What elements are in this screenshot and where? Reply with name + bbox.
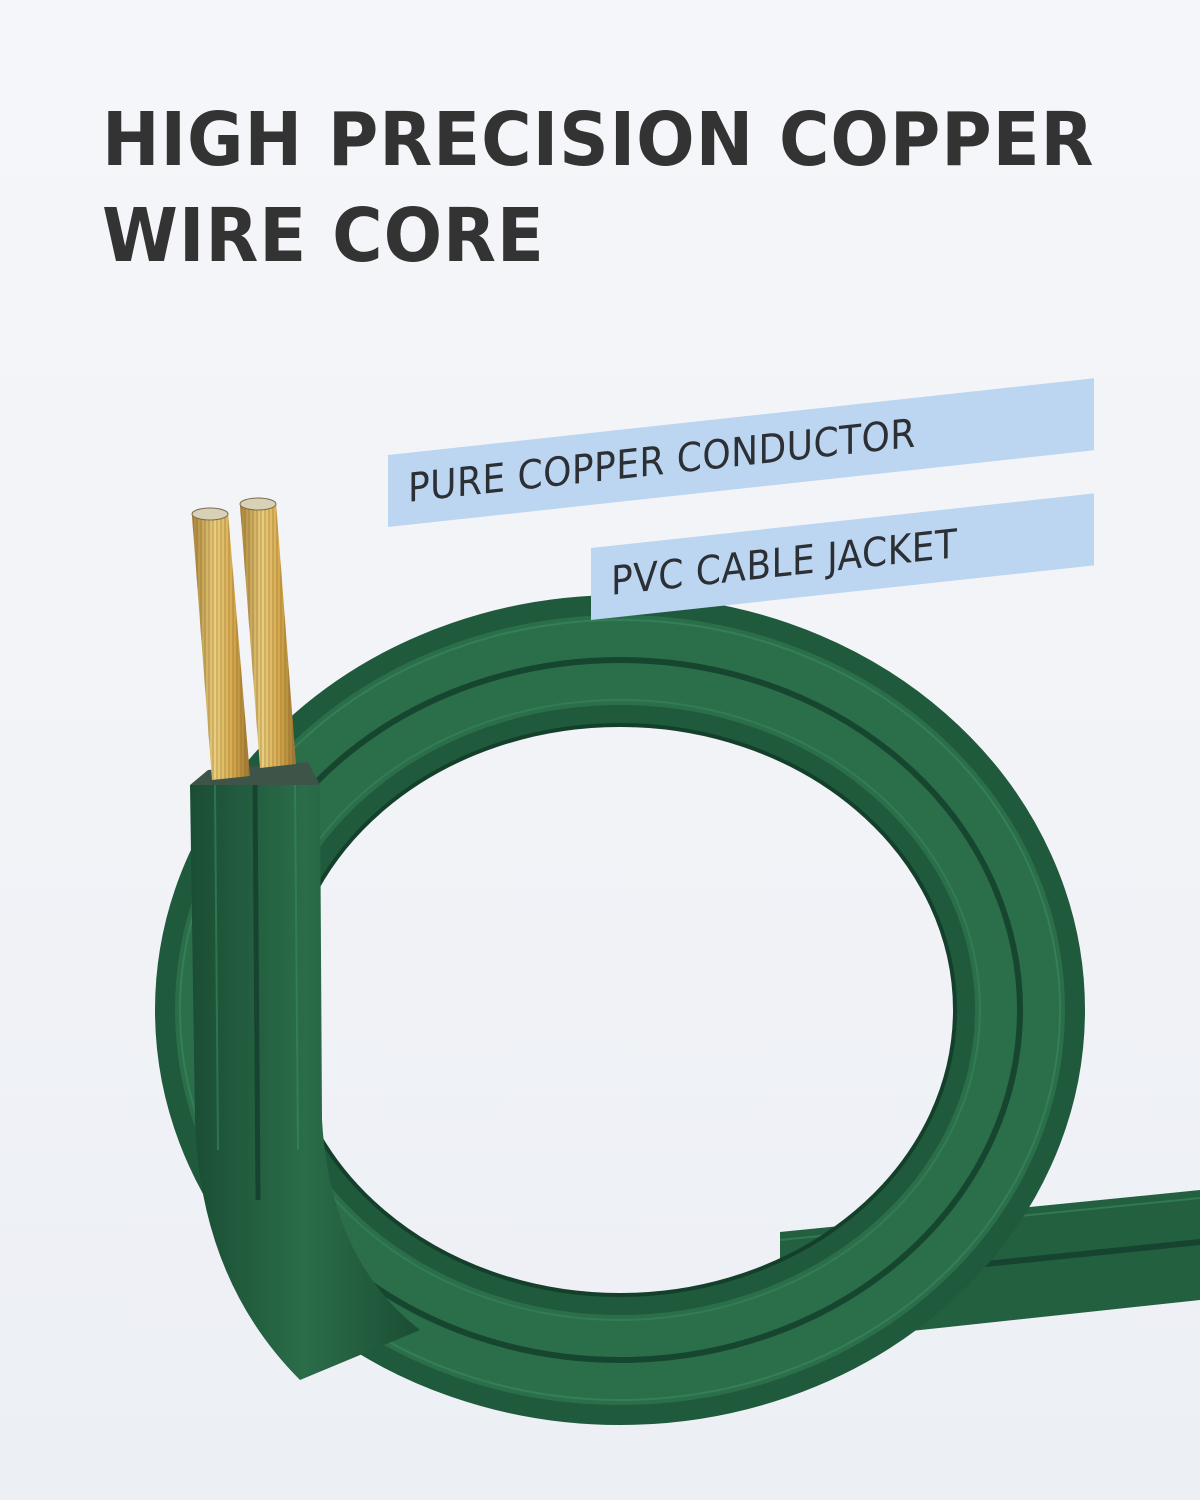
copper-conductors bbox=[191, 497, 296, 780]
headline-line-2: WIRE CORE bbox=[102, 193, 545, 279]
cable-upright bbox=[190, 762, 420, 1380]
headline-line-1: HIGH PRECISION COPPER bbox=[102, 97, 1095, 183]
headline: HIGH PRECISION COPPER WIRE CORE bbox=[102, 92, 1169, 284]
